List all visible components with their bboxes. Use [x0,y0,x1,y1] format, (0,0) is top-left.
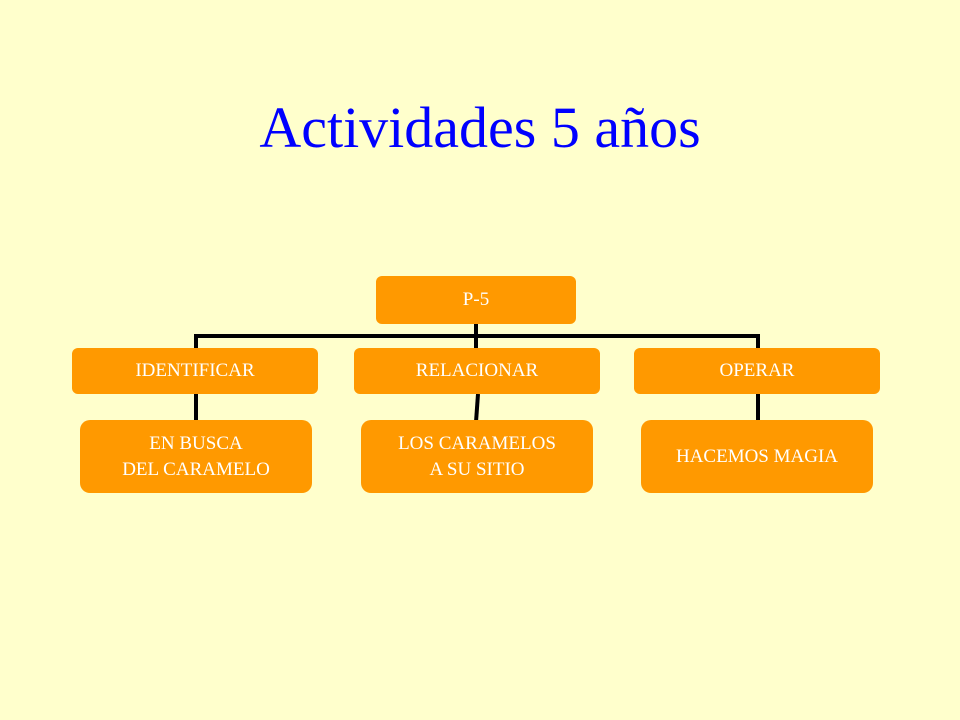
node-root: P-5 [376,276,576,324]
node-en-busca-del-caramelo: EN BUSCA DEL CARAMELO [80,420,312,493]
node-operar: OPERAR [634,348,880,394]
node-los-caramelos-a-su-sitio: LOS CARAMELOS A SU SITIO [361,420,593,493]
connector-relacionar-child [474,393,480,423]
node-hacemos-magia: HACEMOS MAGIA [641,420,873,493]
node-relacionar: RELACIONAR [354,348,600,394]
slide-title: Actividades 5 años [259,95,701,160]
node-identificar: IDENTIFICAR [72,348,318,394]
